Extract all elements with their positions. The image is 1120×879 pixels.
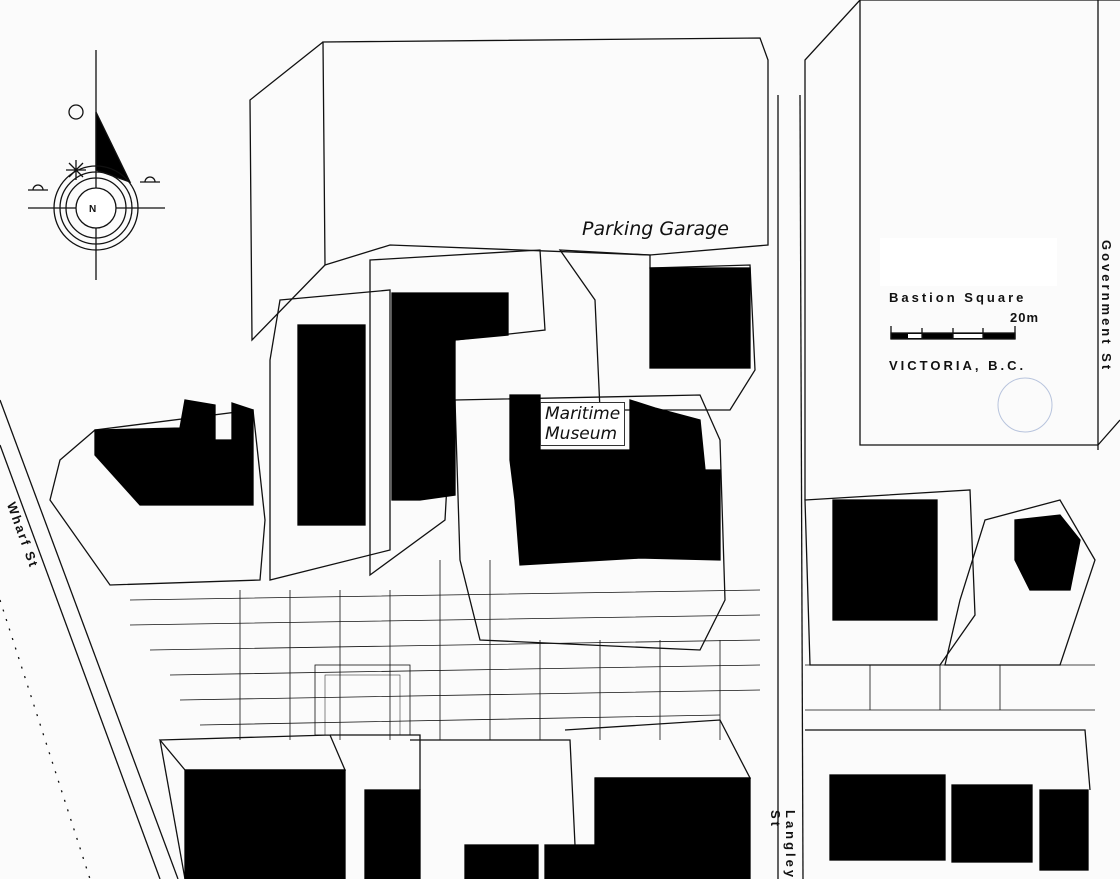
legend-title: Bastion Square xyxy=(889,290,1027,305)
stamp xyxy=(997,377,1053,433)
scale-label: 20m xyxy=(1010,310,1040,325)
plaza-grid xyxy=(129,560,1095,740)
scale-bar xyxy=(890,326,1016,340)
snowflake-icon xyxy=(66,160,86,180)
museum-line2: Museum xyxy=(545,424,618,444)
street-langley: Langley St xyxy=(768,810,798,879)
compass-icon xyxy=(28,50,165,280)
government-block xyxy=(804,0,1120,500)
museum-line1: Maritime xyxy=(545,404,621,424)
street-government: Government St xyxy=(1099,240,1114,373)
parking-garage xyxy=(249,37,769,342)
parking-garage-label: Parking Garage xyxy=(582,218,729,240)
blank-label-box xyxy=(880,238,1057,286)
black-roofs xyxy=(94,267,1089,879)
sun-icon xyxy=(68,104,84,120)
north-label: N xyxy=(89,204,97,215)
sunrise-icon xyxy=(28,184,48,191)
sunset-icon xyxy=(140,176,160,183)
city-label: VICTORIA, B.C. xyxy=(889,358,1027,373)
maritime-museum-label: Maritime Museum xyxy=(540,402,626,446)
